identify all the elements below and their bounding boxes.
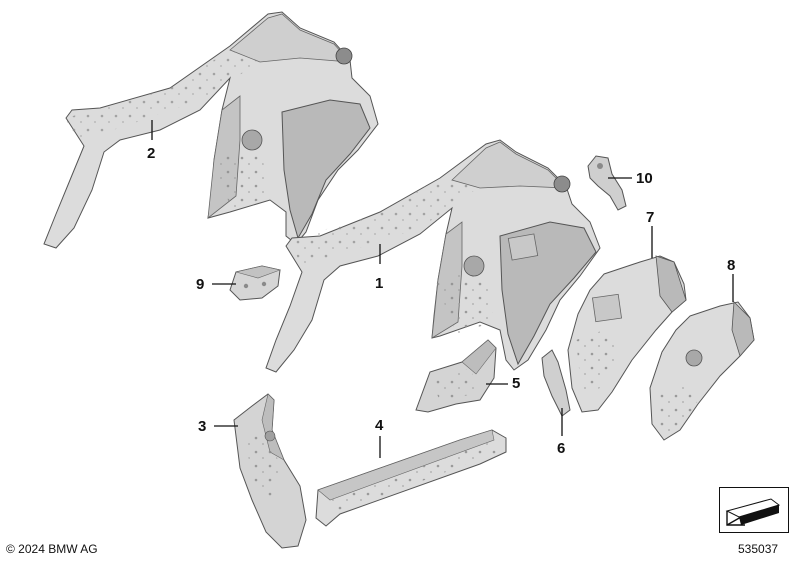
callout-8[interactable]: 8 — [727, 257, 736, 274]
diagram-id-text: 535037 — [738, 542, 779, 556]
part-6-bracket[interactable] — [541, 349, 571, 417]
part-9-reinforcement[interactable] — [229, 265, 282, 301]
callout-3[interactable]: 3 — [198, 418, 207, 435]
callout-7[interactable]: 7 — [646, 209, 655, 226]
part-5-bracket[interactable] — [415, 339, 497, 413]
part-1-side-frame[interactable] — [265, 139, 601, 373]
part-4-sill[interactable] — [315, 429, 507, 527]
part-8-wheel-arch-outer[interactable] — [649, 301, 755, 441]
part-2-side-frame-upper[interactable] — [43, 11, 379, 249]
diagram-navigation-arrow-icon[interactable] — [719, 487, 789, 533]
callout-9[interactable]: 9 — [196, 276, 205, 293]
leader-lines — [151, 120, 734, 458]
copyright-text: © 2024 BMW AG — [6, 542, 98, 556]
callout-4[interactable]: 4 — [375, 417, 384, 434]
callout-1[interactable]: 1 — [375, 275, 384, 292]
callout-10[interactable]: 10 — [636, 170, 653, 187]
callout-5[interactable]: 5 — [512, 375, 521, 392]
part-7-wheel-arch-inner[interactable] — [567, 255, 687, 413]
part-3-pillar-lower[interactable] — [233, 393, 307, 549]
callout-2[interactable]: 2 — [147, 145, 156, 162]
part-10-bracket[interactable] — [587, 155, 627, 211]
callout-6[interactable]: 6 — [557, 440, 566, 457]
